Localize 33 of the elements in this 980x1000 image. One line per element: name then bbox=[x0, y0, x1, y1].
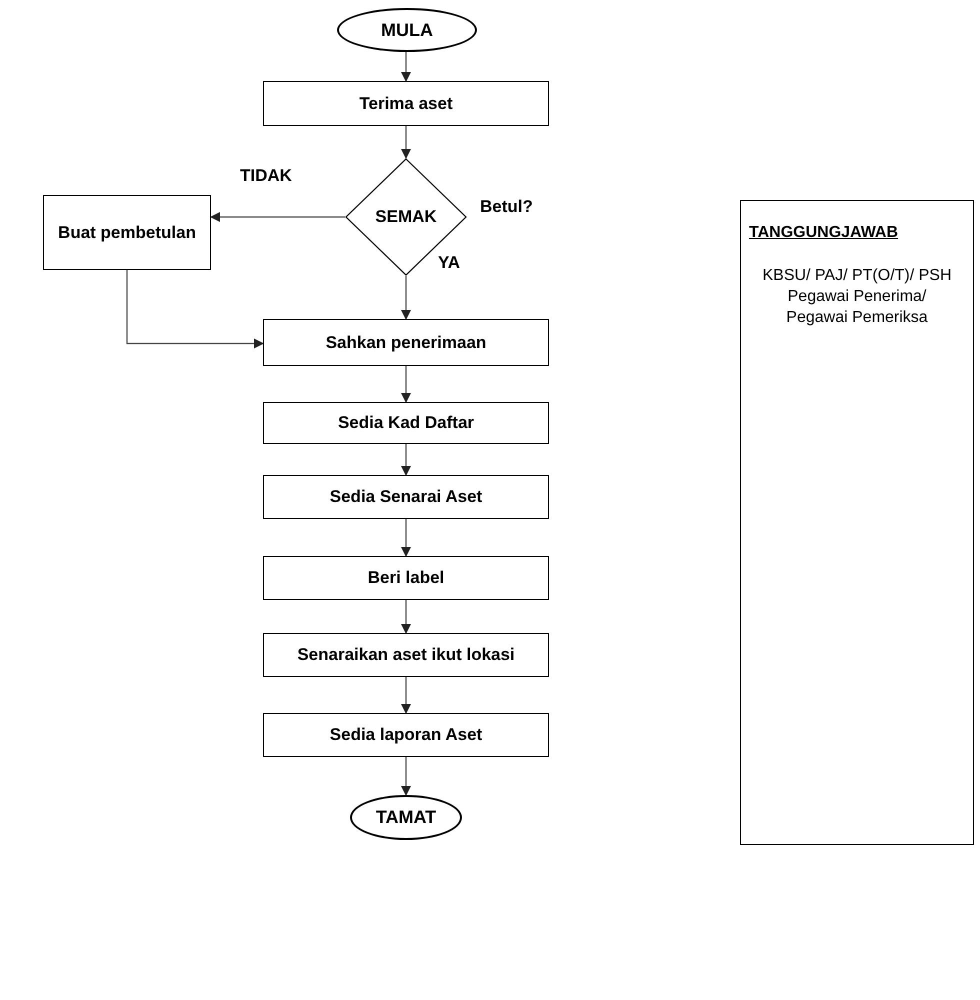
process-box bbox=[263, 475, 549, 519]
decision-text: SEMAK bbox=[375, 206, 437, 228]
terminal-text: MULA bbox=[381, 18, 433, 42]
arrow bbox=[401, 600, 411, 634]
arrow bbox=[401, 677, 411, 714]
process-text: Sedia Senarai Aset bbox=[330, 486, 482, 508]
process-box bbox=[263, 633, 549, 677]
process-text: Beri label bbox=[368, 567, 444, 589]
arrow bbox=[401, 276, 411, 320]
process-box bbox=[263, 713, 549, 757]
responsibility-panel bbox=[740, 200, 974, 845]
process-box bbox=[263, 319, 549, 366]
arrow bbox=[126, 270, 264, 348]
arrow bbox=[210, 212, 345, 222]
terminal-text: TAMAT bbox=[376, 806, 436, 829]
process-box bbox=[263, 81, 549, 126]
process-box bbox=[263, 402, 549, 444]
process-text: Senaraikan aset ikut lokasi bbox=[297, 644, 515, 666]
question-text: Betul? bbox=[480, 196, 533, 218]
arrow bbox=[401, 366, 411, 403]
process-box bbox=[43, 195, 211, 270]
arrow bbox=[401, 444, 411, 476]
panel-text: KBSU/ PAJ/ PT(O/T)/ PSH Pegawai Penerima/ Pegawai Pemeriksa bbox=[761, 266, 953, 328]
arrow bbox=[401, 519, 411, 557]
panel-heading: TANGGUNGJAWAB bbox=[748, 223, 898, 243]
arrow bbox=[401, 52, 411, 82]
process-text: Sahkan penerimaan bbox=[326, 332, 486, 354]
process-text: Sedia laporan Aset bbox=[330, 724, 482, 746]
arrow bbox=[401, 126, 411, 159]
process-text: Buat pembetulan bbox=[58, 222, 196, 244]
process-text: Terima aset bbox=[359, 92, 453, 114]
process-text: Sedia Kad Daftar bbox=[338, 412, 474, 434]
process-box bbox=[263, 556, 549, 600]
